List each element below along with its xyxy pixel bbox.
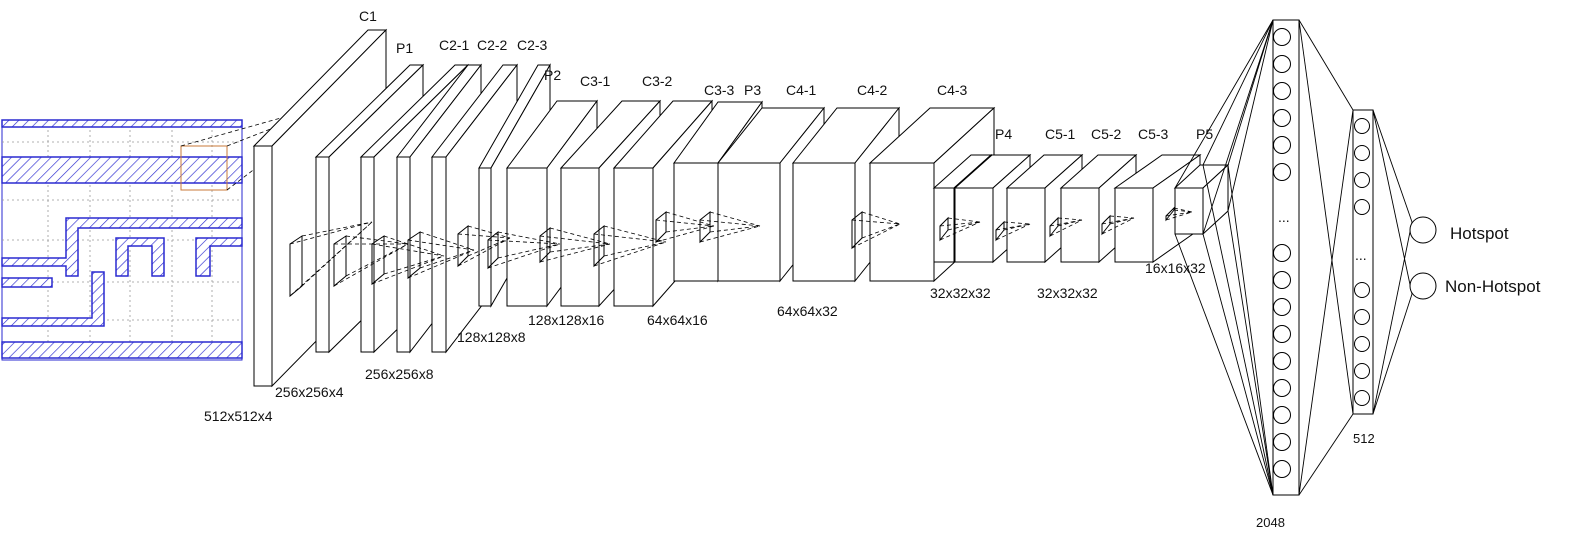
dims-label-c3: 128x128x16: [528, 312, 605, 328]
output-node-non-hotspot: [1409, 272, 1437, 300]
output-node-hotspot: [1409, 216, 1437, 244]
layer-label-c4-3: C4-3: [937, 82, 968, 98]
fc-2048-node: [1273, 271, 1291, 289]
layer-label-p1: P1: [396, 40, 413, 56]
fc-2048-node: [1273, 82, 1291, 100]
fc-512-node: [1354, 309, 1370, 325]
kernel-12: [939, 216, 981, 242]
kernel-13: [995, 220, 1031, 242]
layer-label-c5-1: C5-1: [1045, 126, 1076, 142]
fc-512-node: [1354, 145, 1370, 161]
dims-label-p3: 64x64x16: [647, 312, 708, 328]
dims-label-c2: 256x256x8: [365, 366, 434, 382]
output-layer: Hotspot Non-Hotspot: [1409, 216, 1541, 300]
input-layout: [1, 119, 243, 361]
fc-2048-node: [1273, 163, 1291, 181]
fc-2048-node: [1273, 136, 1291, 154]
fc-2048-ellipsis: ...: [1278, 209, 1290, 225]
dims-label-c1: 256x256x4: [275, 384, 344, 400]
fc-2048-node: [1273, 352, 1291, 370]
fc-512-node: [1354, 172, 1370, 188]
fc-2048-node: [1273, 109, 1291, 127]
kernel-11: [851, 210, 901, 250]
metal-shape-3: [1, 217, 243, 277]
fc-512-node: [1354, 390, 1370, 406]
kernel-connections: [289, 206, 1193, 298]
fc-2048-node: [1273, 298, 1291, 316]
fc-512-ellipsis: ...: [1355, 247, 1367, 263]
kernel-10: [699, 210, 761, 244]
dims-label-c5: 32x32x32: [1037, 285, 1098, 301]
layer-label-p2: P2: [544, 67, 561, 83]
kernel-15: [1101, 214, 1135, 236]
layer-box-p3: [716, 106, 826, 283]
dimension-labels: 512x512x4 256x256x4 256x256x8 128x128x8 …: [204, 260, 1206, 424]
output-label-non-hotspot: Non-Hotspot: [1445, 277, 1541, 296]
fc-512-node: [1354, 336, 1370, 352]
kernel-2: [333, 235, 409, 288]
fc-connections: [1174, 19, 1413, 496]
metal-shape-4: [115, 237, 165, 277]
layer-label-c2-1: C2-1: [439, 37, 470, 53]
fc-2048-node: [1273, 28, 1291, 46]
metal-shape-5: [195, 237, 243, 277]
metal-wire-2: [1, 156, 243, 184]
layer-label-c5-2: C5-2: [1091, 126, 1122, 142]
kernel-6: [487, 230, 561, 270]
layer-label-c3-3: C3-3: [704, 82, 735, 98]
fc-2048-node: [1273, 433, 1291, 451]
receptive-field-box: [180, 145, 228, 191]
fc-2048-node: [1273, 244, 1291, 262]
fc-2048-node: [1273, 325, 1291, 343]
dims-label-p2: 128x128x8: [457, 329, 526, 345]
layer-label-p5: P5: [1196, 126, 1213, 142]
kernel-4: [407, 231, 475, 280]
layer-label-p3: P3: [744, 82, 761, 98]
metal-wire-6: [1, 277, 53, 288]
layer-label-c2-2: C2-2: [477, 37, 508, 53]
kernel-1: [289, 221, 373, 298]
conv-layers: [252, 28, 1230, 388]
fc-2048-node: [1273, 406, 1291, 424]
layer-label-c2-3: C2-3: [517, 37, 548, 53]
metal-shape-7: [1, 271, 105, 327]
dims-label-p4: 32x32x32: [930, 285, 991, 301]
output-label-hotspot: Hotspot: [1450, 224, 1509, 243]
fc-2048-node: [1273, 55, 1291, 73]
fc-512-node: [1354, 199, 1370, 215]
layer-label-c4-1: C4-1: [786, 82, 817, 98]
layer-label-c1: C1: [359, 8, 377, 24]
kernel-14: [1049, 216, 1083, 238]
fc-2048-node: [1273, 379, 1291, 397]
kernel-8: [593, 224, 667, 268]
kernel-16: [1165, 206, 1193, 222]
layer-label-c3-1: C3-1: [580, 73, 611, 89]
fc-2048-node: [1273, 460, 1291, 478]
metal-wire-top: [1, 119, 243, 128]
fc-layer-2048: ... 2048: [1256, 19, 1300, 530]
fc-512-node: [1354, 118, 1370, 134]
layer-label-c5-3: C5-3: [1138, 126, 1169, 142]
layer-label-c3-2: C3-2: [642, 73, 673, 89]
fc-2048-label: 2048: [1256, 515, 1285, 530]
dims-label-p5: 16x16x32: [1145, 260, 1206, 276]
dims-label-c4: 64x64x32: [777, 303, 838, 319]
kernel-7: [539, 226, 611, 264]
layer-labels: C1 P1 C2-1 C2-2 C2-3 P2 C3-1 C3-2 C3-3 P…: [359, 8, 1213, 142]
kernel-5: [457, 224, 511, 268]
fc-layer-512: ... 512: [1352, 109, 1375, 446]
fc-512-node: [1354, 282, 1370, 298]
fc-512-label: 512: [1353, 431, 1375, 446]
layer-label-p4: P4: [995, 126, 1012, 142]
dims-label-input: 512x512x4: [204, 408, 273, 424]
metal-wire-bottom: [1, 341, 243, 359]
fc-512-node: [1354, 363, 1370, 379]
kernel-9: [655, 210, 715, 244]
layer-label-c4-2: C4-2: [857, 82, 888, 98]
